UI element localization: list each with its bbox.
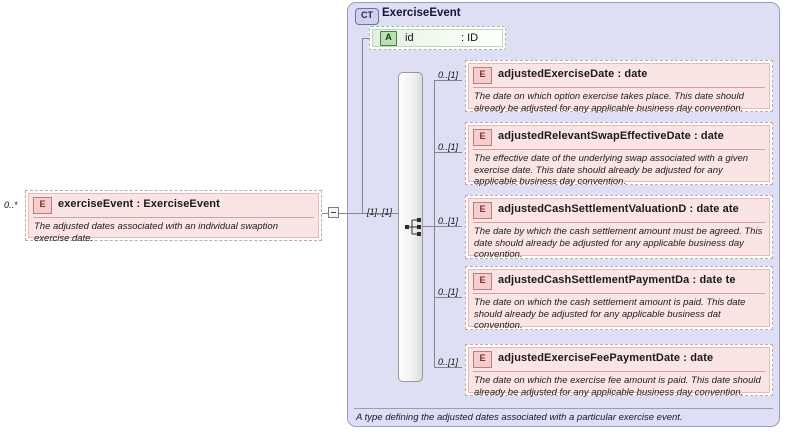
element-header: E adjustedExerciseFeePaymentDate : date <box>469 348 769 371</box>
element-documentation: The date on which option exercise takes … <box>473 87 765 117</box>
element-node-body: E adjustedExerciseFeePaymentDate : date … <box>468 347 770 398</box>
attribute-node-body: A id : ID <box>372 29 503 47</box>
attribute-name: id <box>405 32 414 44</box>
complex-type-footer-divider <box>354 408 773 409</box>
element-node-exerciseEvent[interactable]: E exerciseEvent : ExerciseEvent The adju… <box>25 190 322 244</box>
attribute-type: : ID <box>461 32 479 44</box>
element-documentation: The effective date of the underlying swa… <box>473 149 765 191</box>
element-kind-badge: E <box>473 129 492 146</box>
attribute-kind-badge: A <box>380 30 397 46</box>
element-title: adjustedRelevantSwapEffectiveDate : date <box>498 130 724 142</box>
element-node-body: E exerciseEvent : ExerciseEvent The adju… <box>28 193 319 244</box>
element-node-adjustedCashSettlementValuationDate[interactable]: E adjustedCashSettlementValuationD : dat… <box>465 195 773 260</box>
element-title: exerciseEvent : ExerciseEvent <box>58 198 220 210</box>
element-kind-badge: E <box>473 67 492 84</box>
element-header: E adjustedExerciseDate : date <box>469 64 769 87</box>
element-node-body: E adjustedRelevantSwapEffectiveDate : da… <box>468 125 770 187</box>
connector-branch-3 <box>434 226 462 227</box>
element-header: E adjustedRelevantSwapEffectiveDate : da… <box>469 126 769 149</box>
connector-branch-1 <box>434 80 462 81</box>
connector-attribute-horizontal <box>362 38 370 39</box>
complex-type-name: ExerciseEvent <box>382 7 461 19</box>
child-occurrence-2: 0..[1] <box>438 142 459 152</box>
element-node-body: E adjustedExerciseDate : date The date o… <box>468 63 770 114</box>
element-documentation: The date on which the exercise fee amoun… <box>473 371 765 401</box>
element-kind-badge: E <box>473 273 492 290</box>
connector-branch-4 <box>434 297 462 298</box>
element-title: adjustedExerciseDate : date <box>498 68 648 80</box>
element-node-adjustedExerciseFeePaymentDate[interactable]: E adjustedExerciseFeePaymentDate : date … <box>465 344 773 398</box>
connector-branch-2 <box>434 152 462 153</box>
element-node-adjustedCashSettlementPaymentDate[interactable]: E adjustedCashSettlementPaymentDa : date… <box>465 266 773 331</box>
connector-toggle-to-compositor <box>339 213 398 214</box>
element-node-body: E adjustedCashSettlementPaymentDa : date… <box>468 269 770 331</box>
element-title: adjustedCashSettlementPaymentDa : date t… <box>498 274 736 286</box>
element-node-adjustedRelevantSwapEffectiveDate[interactable]: E adjustedRelevantSwapEffectiveDate : da… <box>465 122 773 187</box>
element-title: adjustedExerciseFeePaymentDate : date <box>498 352 714 364</box>
element-node-body: E adjustedCashSettlementValuationD : dat… <box>468 198 770 260</box>
complex-type-documentation: A type defining the adjusted dates assoc… <box>356 412 683 423</box>
complex-type-badge: CT <box>355 8 379 25</box>
element-kind-badge: E <box>473 351 492 368</box>
all-model-group-icon <box>405 218 421 236</box>
compositor-occurrence-label: [1]..[1] <box>367 207 393 217</box>
root-element-occurrence: 0..* <box>4 200 18 210</box>
connector-compositor-stub <box>423 226 434 227</box>
connector-attribute-vertical <box>362 38 363 214</box>
child-occurrence-5: 0..[1] <box>438 357 459 367</box>
child-occurrence-4: 0..[1] <box>438 287 459 297</box>
connector-branch-5 <box>434 367 462 368</box>
element-node-adjustedExerciseDate[interactable]: E adjustedExerciseDate : date The date o… <box>465 60 773 114</box>
element-header: E exerciseEvent : ExerciseEvent <box>29 194 318 217</box>
connector-children-trunk <box>434 80 435 367</box>
element-documentation: The date on which the cash settlement am… <box>473 293 765 335</box>
child-occurrence-3: 0..[1] <box>438 216 459 226</box>
element-header: E adjustedCashSettlementPaymentDa : date… <box>469 270 769 293</box>
element-kind-badge: E <box>33 197 52 214</box>
element-header: E adjustedCashSettlementValuationD : dat… <box>469 199 769 222</box>
connector-root-to-toggle <box>322 213 329 214</box>
element-title: adjustedCashSettlementValuationD : date … <box>498 203 739 215</box>
attribute-node-id[interactable]: A id : ID <box>369 26 506 50</box>
element-documentation: The date by which the cash settlement am… <box>473 222 765 264</box>
collapse-toggle-button[interactable] <box>328 207 339 218</box>
element-documentation: The adjusted dates associated with an in… <box>33 217 314 247</box>
element-kind-badge: E <box>473 202 492 219</box>
child-occurrence-1: 0..[1] <box>438 70 459 80</box>
